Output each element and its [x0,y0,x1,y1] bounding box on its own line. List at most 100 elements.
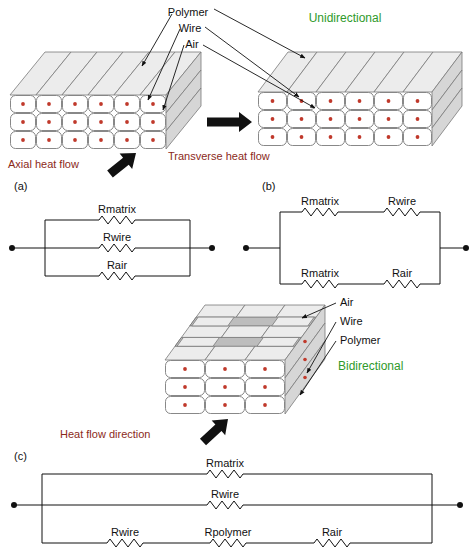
polymer-cell [206,379,245,396]
wire-dot [358,135,362,139]
polymer-cell [206,361,245,378]
resistor-label: Rpolymer [204,526,251,539]
wire-dot [73,102,77,106]
heat-flow-arrow [207,112,252,132]
polymer-cell [11,114,36,131]
wire-dot [358,99,362,103]
wire [432,505,460,506]
leader-line [203,45,315,108]
wire-dot [21,102,25,106]
wire-dot [329,117,333,121]
material-label: Air [340,296,353,309]
resistor-branch [45,272,190,280]
leader-line [300,341,336,395]
panel-letter: (b) [262,180,275,193]
wire-dot [223,403,227,407]
leader-line [302,303,336,318]
resistor-label: Rair [107,259,127,272]
polymer-cell [37,114,62,131]
polymer-cell [404,111,432,128]
wire-dot [223,367,227,371]
panel-letter: (c) [14,450,27,463]
polymer-cell [115,96,140,113]
wire-dot [151,120,155,124]
wire-dot [303,340,307,344]
polymer-cell [89,96,114,113]
wire-dot [183,403,187,407]
polymer-cell [115,114,140,131]
polymer-cell [206,397,245,414]
polymer-cell [346,129,374,146]
material-label: Air [185,38,198,51]
wire [440,248,466,249]
polymer-cell [141,114,166,131]
resistor-label: Rwire [211,488,239,501]
polymer-cell [37,132,62,149]
wire-dot [300,135,304,139]
polymer-cell [346,93,374,110]
wire [190,248,212,249]
resistor-branch [280,280,440,288]
rod-over [272,317,314,326]
resistor-label: Rmatrix [301,195,339,208]
wire [440,212,441,284]
wire-dot [358,117,362,121]
wire-dot [21,120,25,124]
circuits [9,208,469,547]
leader-line [163,45,184,110]
terminal [457,502,463,508]
wire-dot [223,385,227,389]
polymer-cell [375,93,403,110]
terminal [209,245,215,251]
heat-flow-label: Transverse heat flow [168,150,270,163]
leader-line [205,27,299,97]
heat-flow-arrow [200,419,228,445]
leader-line [214,9,305,58]
resistor-branch [45,244,190,252]
polymer-cell [63,96,88,113]
material-label: Polymer [340,334,380,347]
leader-line [148,29,180,100]
wire-dot [151,102,155,106]
wire-dot [300,117,304,121]
polymer-cell [259,111,287,128]
resistor-branch [280,208,440,216]
polymer-cell [346,111,374,128]
panel-title: Unidirectional [309,12,382,25]
wire [42,474,43,543]
wire-dot [183,385,187,389]
wire-dot [387,117,391,121]
polymer-cell [375,129,403,146]
polymer-cell [259,93,287,110]
resistor-branch [42,470,432,478]
terminal [9,245,15,251]
wire [14,505,42,506]
wire-dot [73,138,77,142]
panel-letter: (a) [14,180,27,193]
wire-dot [263,403,267,407]
polymer-cell [317,111,345,128]
resistor-label: Rwire [388,195,416,208]
polymer-cell [246,361,285,378]
composite-drawing [10,9,462,445]
polymer-cell [259,129,287,146]
material-label: Wire [340,315,363,328]
wire-dot [271,117,275,121]
wire-dot [329,135,333,139]
side-face [166,88,201,149]
wire-dot [416,135,420,139]
polymer-cell [166,379,205,396]
resistor-label: Rwire [103,231,131,244]
wire-dot [183,367,187,371]
heat-flow-arrow [107,153,136,178]
wire-dot [263,367,267,371]
side-face [432,88,462,146]
wire-dot [303,376,307,380]
terminal [11,502,17,508]
wire-dot [387,99,391,103]
polymer-cell [166,361,205,378]
wire-dot [99,120,103,124]
wire [246,248,280,249]
polymer-cell [404,93,432,110]
